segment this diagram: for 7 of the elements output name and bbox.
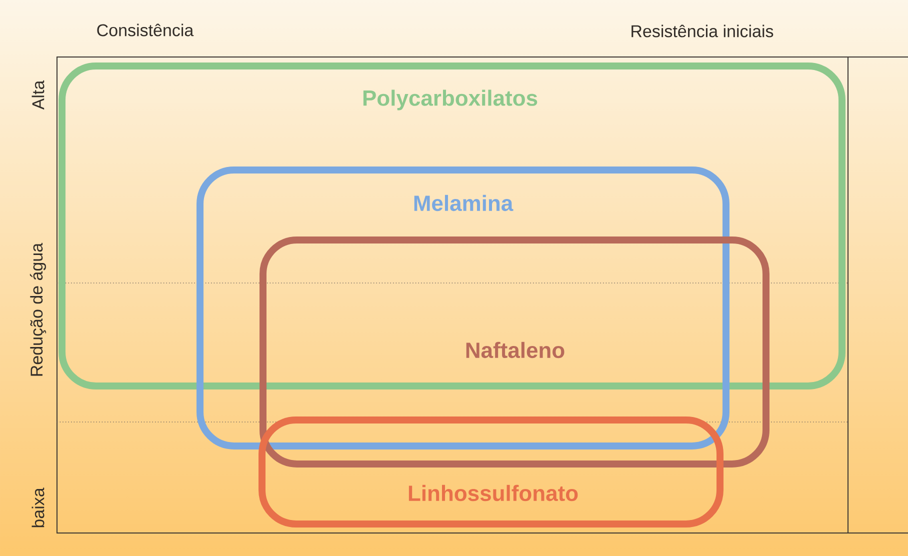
- axis-label: Consistência: [97, 24, 194, 36]
- axis-label: Redução de água: [30, 242, 46, 376]
- rounded-box: Linhossulfonato: [258, 416, 724, 528]
- axis-label: Resistência iniciais: [632, 24, 774, 38]
- axis-label: baixa: [32, 488, 44, 528]
- rounded-box: Naftaleno: [260, 236, 770, 468]
- axis-label: Alta: [32, 80, 44, 110]
